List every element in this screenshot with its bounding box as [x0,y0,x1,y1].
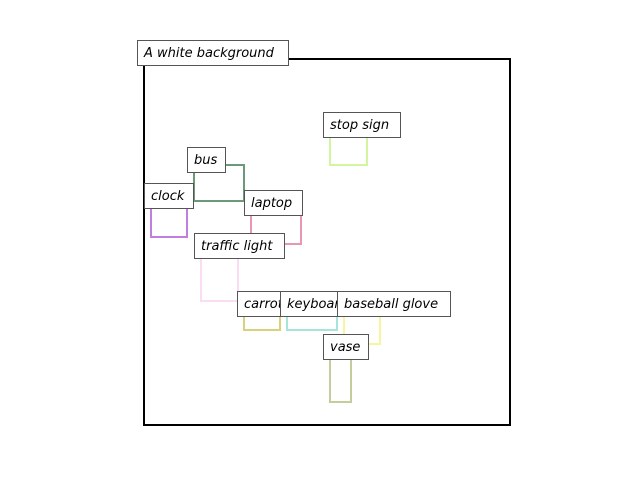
label-vase: vase [323,334,369,360]
caption-label: A white background [137,40,289,66]
label-baseball-glove: baseball glove [337,291,451,317]
label-bus: bus [187,147,226,173]
label-stop-sign: stop sign [323,112,401,138]
label-traffic-light: traffic light [194,233,285,259]
image-frame [143,58,511,426]
label-laptop: laptop [244,190,303,216]
label-clock: clock [144,183,194,209]
